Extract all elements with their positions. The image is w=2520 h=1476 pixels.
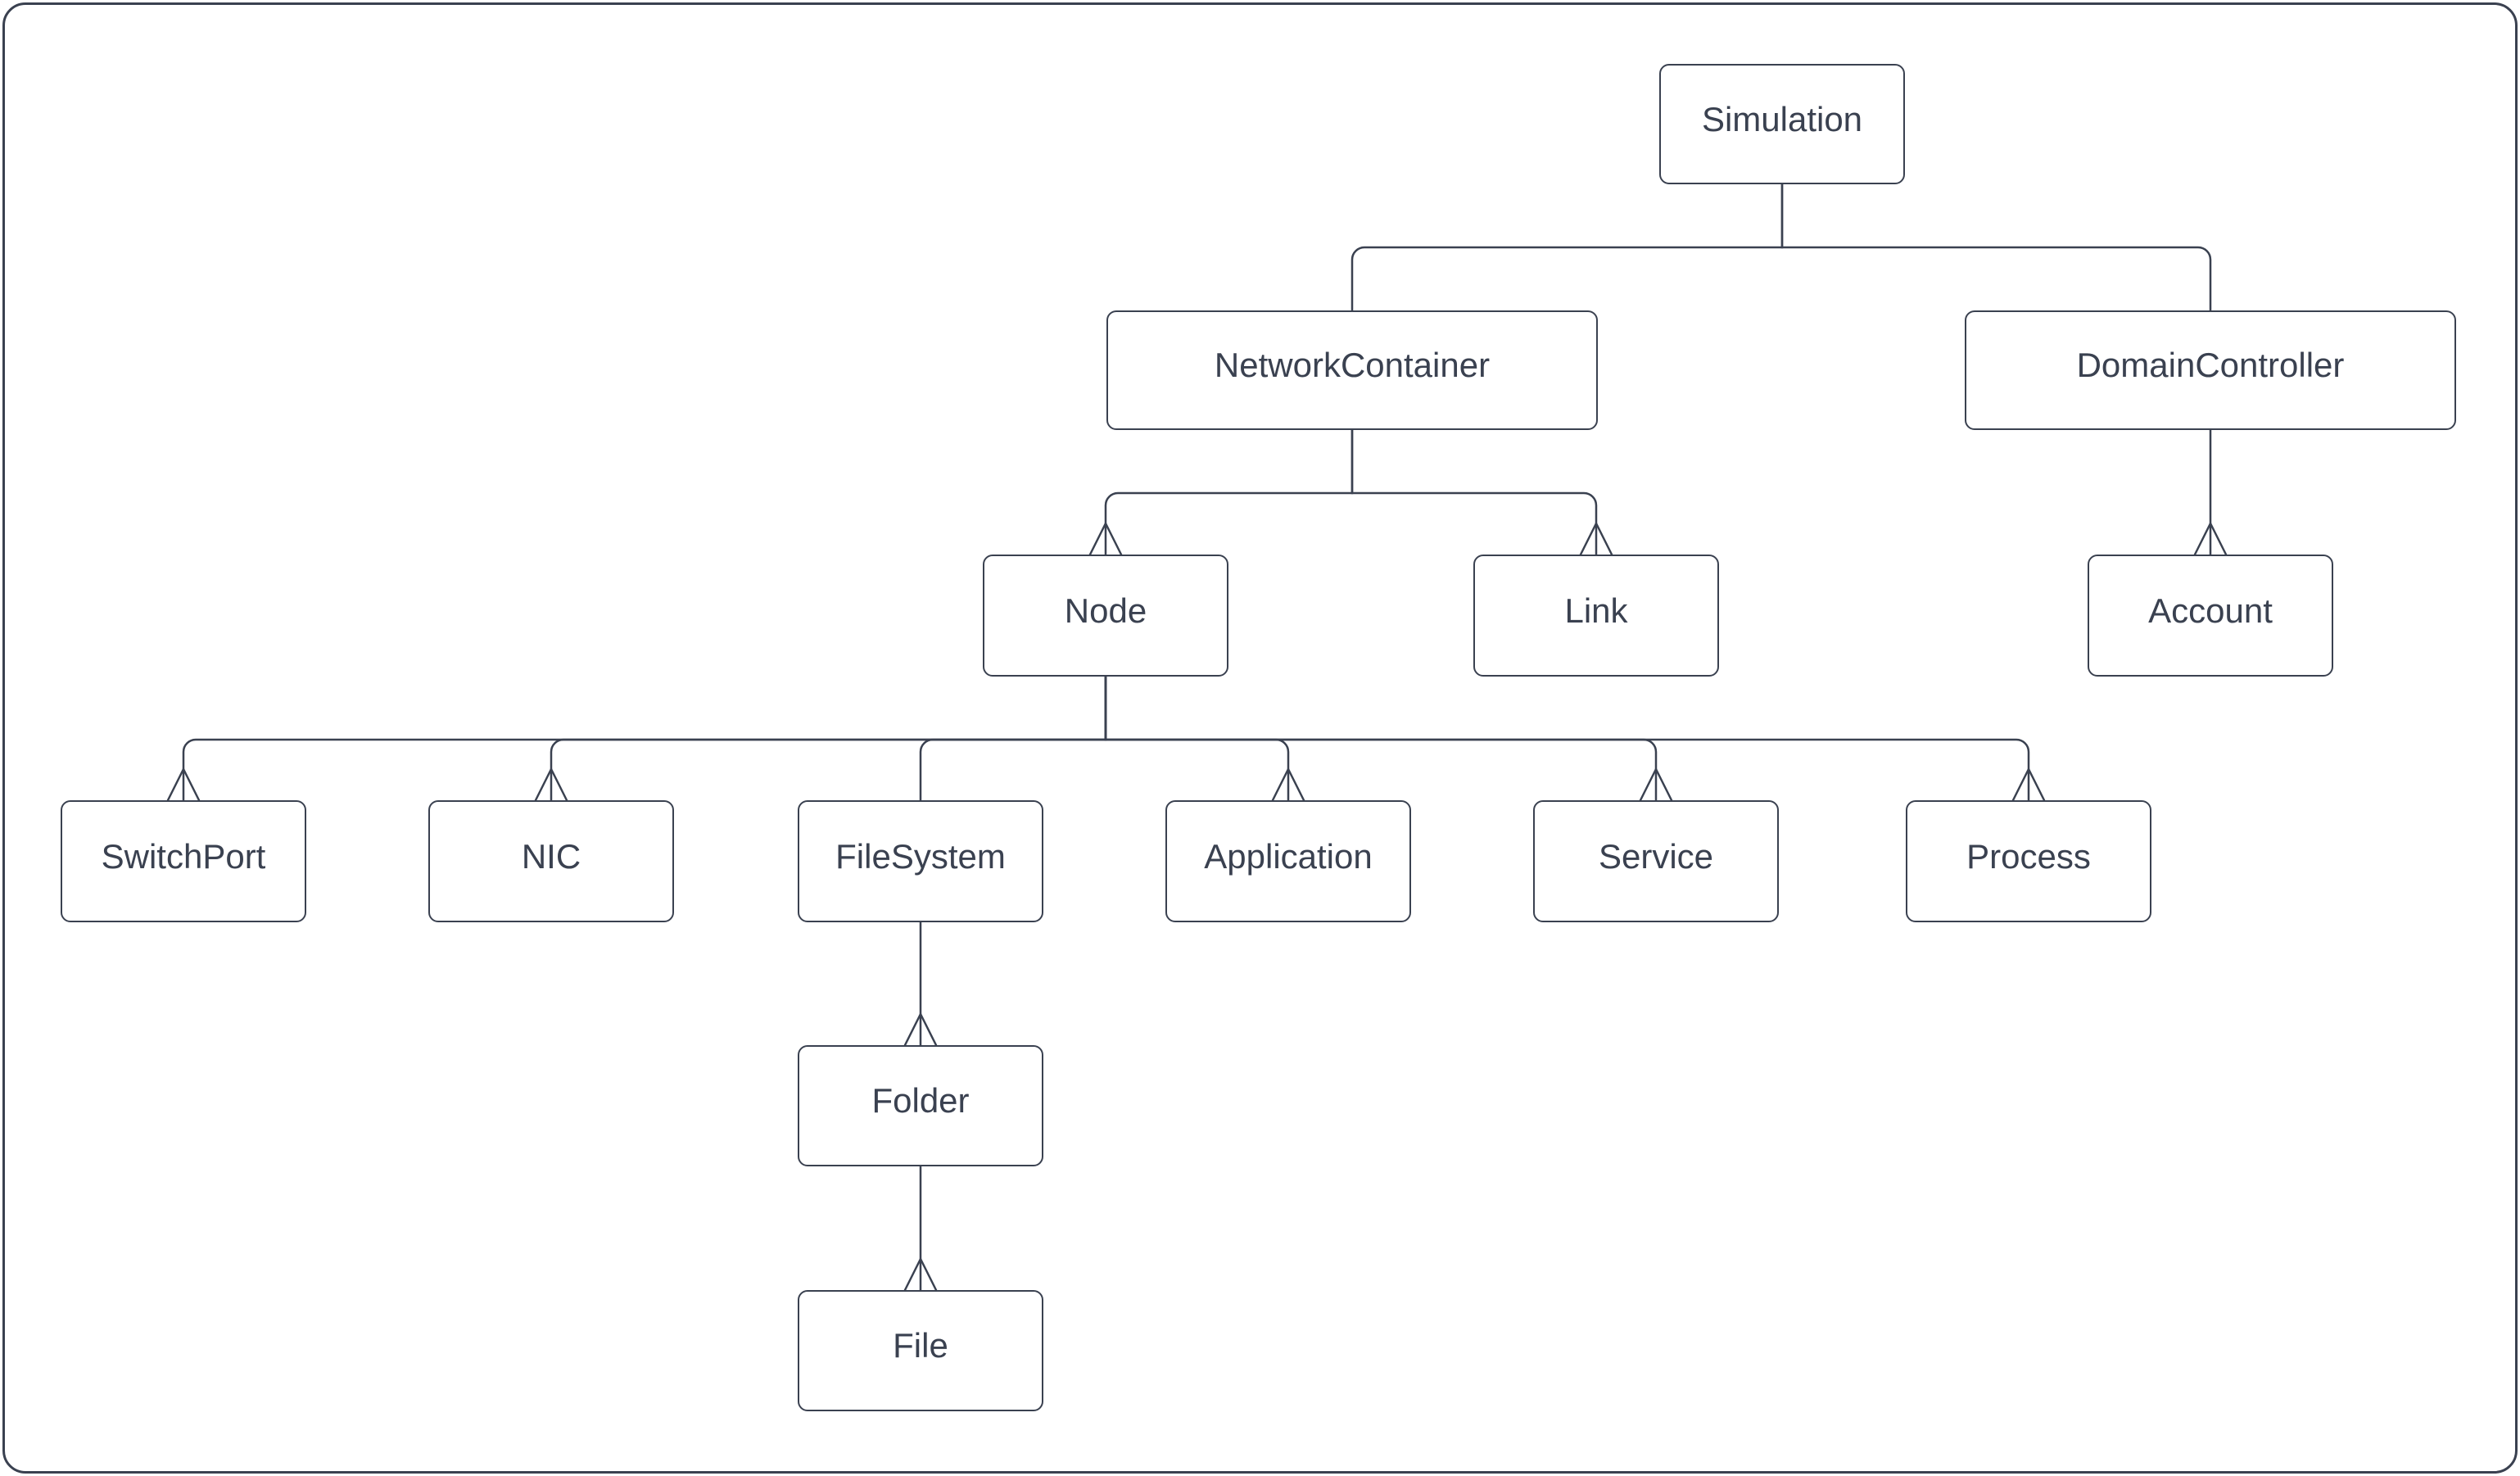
- arrowhead-open-chevron-folder: [903, 1012, 938, 1047]
- node-box-service: Service: [1533, 800, 1779, 922]
- node-label: SwitchPort: [101, 836, 266, 876]
- arrowhead-open-chevron-application: [1271, 767, 1305, 802]
- node-box-application: Application: [1165, 800, 1411, 922]
- edge-node-filesystem: [919, 677, 1107, 800]
- arrowhead-open-chevron-file: [903, 1257, 938, 1292]
- node-label: FileSystem: [835, 836, 1006, 876]
- node-label: Folder: [871, 1081, 970, 1120]
- node-label: NetworkContainer: [1214, 346, 1491, 384]
- edge-node-application: [1104, 677, 1290, 800]
- node-box-domain-controller: DomainController: [1965, 310, 2456, 430]
- node-label: NIC: [521, 836, 581, 876]
- arrowhead-open-chevron-service: [1639, 767, 1673, 802]
- node-label: DomainController: [2076, 346, 2345, 384]
- arrowhead-open-chevron-nic: [534, 767, 568, 802]
- arrowhead-open-chevron-switchport: [166, 767, 201, 802]
- edge-node-nic: [550, 677, 1107, 800]
- node-box-network-container: NetworkContainer: [1106, 310, 1598, 430]
- node-box-process: Process: [1906, 800, 2151, 922]
- node-box-account: Account: [2088, 555, 2333, 677]
- edge-networkcontainer-link: [1350, 430, 1598, 555]
- node-label: Node: [1064, 591, 1147, 630]
- edge-simulation-domaincontroller: [1780, 184, 2212, 310]
- node-label: Service: [1598, 836, 1714, 876]
- node-label: Account: [2148, 591, 2273, 630]
- node-label: Simulation: [1701, 99, 1863, 138]
- arrowhead-open-chevron-process: [2011, 767, 2046, 802]
- edge-node-service: [1104, 677, 1658, 800]
- arrowhead-open-chevron-account: [2193, 522, 2228, 556]
- node-box-file: File: [798, 1290, 1043, 1411]
- edge-networkcontainer-node: [1104, 430, 1354, 555]
- node-box-nic: NIC: [428, 800, 674, 922]
- arrowhead-open-chevron-node: [1088, 522, 1123, 556]
- edge-simulation-networkcontainer: [1350, 184, 1784, 310]
- node-box-folder: Folder: [798, 1045, 1043, 1166]
- node-box-link: Link: [1473, 555, 1719, 677]
- node-box-switchport: SwitchPort: [61, 800, 306, 922]
- node-box-simulation: Simulation: [1659, 64, 1905, 184]
- edge-node-switchport: [182, 677, 1107, 800]
- node-label: Application: [1204, 836, 1373, 876]
- node-label: Process: [1966, 836, 2091, 876]
- node-box-filesystem: FileSystem: [798, 800, 1043, 922]
- arrowhead-open-chevron-link: [1579, 522, 1613, 556]
- node-box-node: Node: [983, 555, 1228, 677]
- node-label: File: [893, 1326, 948, 1365]
- node-label: Link: [1564, 591, 1628, 630]
- edge-node-process: [1104, 677, 2030, 800]
